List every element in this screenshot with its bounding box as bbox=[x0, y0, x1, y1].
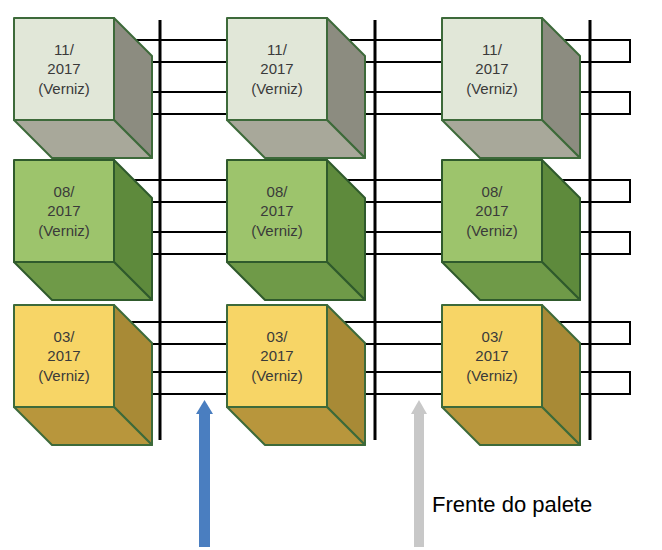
box-bottom bbox=[227, 120, 365, 158]
box-front bbox=[442, 305, 542, 407]
box-front bbox=[14, 305, 114, 407]
date-label: 03/ 2017 (Verniz) bbox=[38, 327, 90, 386]
grey-arrow bbox=[411, 400, 427, 547]
box-bottom bbox=[442, 407, 580, 445]
box-front bbox=[14, 18, 114, 120]
box-front bbox=[227, 18, 327, 120]
date-label: 11/ 2017 (Verniz) bbox=[466, 40, 518, 99]
box-bottom bbox=[227, 407, 365, 445]
box-bottom bbox=[14, 120, 152, 158]
box-front bbox=[227, 160, 327, 262]
pallet-box: 11/ 2017 (Verniz) bbox=[227, 18, 327, 120]
pallet-box: 03/ 2017 (Verniz) bbox=[442, 305, 542, 407]
box-bottom bbox=[442, 120, 580, 158]
pallet-edge bbox=[589, 20, 592, 440]
blue-arrow bbox=[196, 400, 213, 547]
date-label: 08/ 2017 (Verniz) bbox=[38, 182, 90, 241]
pallet-box: 03/ 2017 (Verniz) bbox=[227, 305, 327, 407]
box-front bbox=[227, 305, 327, 407]
pallet-box: 08/ 2017 (Verniz) bbox=[14, 160, 114, 262]
box-bottom bbox=[14, 262, 152, 300]
date-label: 03/ 2017 (Verniz) bbox=[251, 327, 303, 386]
date-label: 08/ 2017 (Verniz) bbox=[251, 182, 303, 241]
box-front bbox=[442, 18, 542, 120]
pallet-edge bbox=[374, 20, 377, 440]
date-label: 11/ 2017 (Verniz) bbox=[251, 40, 303, 99]
box-front bbox=[442, 160, 542, 262]
box-front bbox=[14, 160, 114, 262]
date-label: 11/ 2017 (Verniz) bbox=[38, 40, 90, 99]
box-bottom bbox=[14, 407, 152, 445]
pallet-box: 08/ 2017 (Verniz) bbox=[227, 160, 327, 262]
date-label: 08/ 2017 (Verniz) bbox=[466, 182, 518, 241]
box-bottom bbox=[227, 262, 365, 300]
pallet-box: 11/ 2017 (Verniz) bbox=[442, 18, 542, 120]
pallet-box: 08/ 2017 (Verniz) bbox=[442, 160, 542, 262]
pallet-box: 11/ 2017 (Verniz) bbox=[14, 18, 114, 120]
pallet-box: 03/ 2017 (Verniz) bbox=[14, 305, 114, 407]
pallet-edge bbox=[159, 20, 162, 440]
note-label: Frente do palete bbox=[432, 492, 592, 518]
box-bottom bbox=[442, 262, 580, 300]
date-label: 03/ 2017 (Verniz) bbox=[466, 327, 518, 386]
